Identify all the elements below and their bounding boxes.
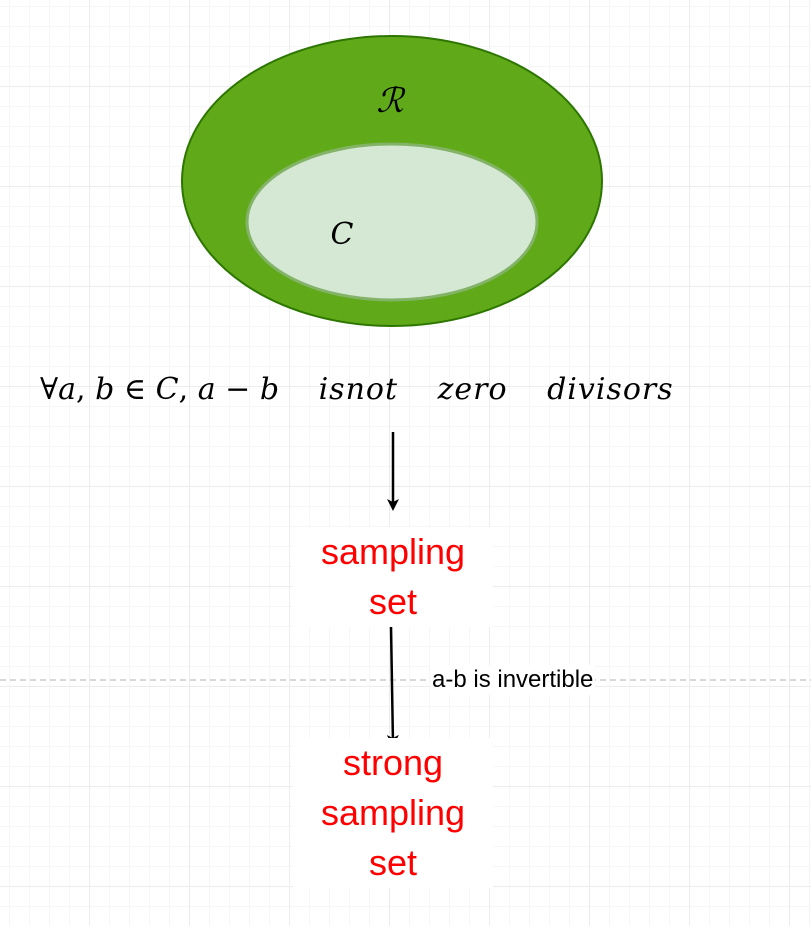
formula-word-zero: zero (437, 372, 508, 407)
sampling-set-line-2: set (368, 581, 418, 622)
outer-set-label: ℛ (376, 81, 406, 121)
forall-symbol: ∀ (40, 372, 59, 407)
sampling-set-line-1: sampling (320, 531, 466, 572)
formula-comma-2: , (178, 372, 189, 407)
formula-b2: b (259, 372, 280, 407)
arrow-sampling-to-strong[interactable] (386, 625, 399, 747)
inner-set-label: C (331, 217, 354, 252)
sampling-set-node[interactable]: sampling set (293, 527, 493, 627)
zero-divisor-condition: ∀a, b ∈ C, a − b isnot zero divisors (40, 365, 760, 415)
strong-sampling-set-line-1: strong (342, 742, 444, 783)
formula-C: C (155, 372, 179, 407)
element-of-symbol: ∈ (123, 372, 147, 407)
strong-sampling-set-line-3: set (368, 842, 418, 883)
minus-symbol: − (225, 372, 251, 407)
formula-word-divisors: divisors (547, 372, 674, 407)
formula-word-isnot: isnot (318, 372, 399, 407)
inner-set-ellipse[interactable] (245, 142, 539, 302)
invertible-edge-label: a-b is invertible (430, 665, 596, 695)
formula-a2: a (197, 372, 216, 407)
strong-sampling-set-line-2: sampling (320, 792, 466, 833)
formula-a: a (58, 372, 76, 407)
formula-comma-1: , (76, 372, 86, 407)
strong-sampling-set-node[interactable]: strong sampling set (293, 738, 493, 888)
formula-b: b (95, 372, 115, 407)
